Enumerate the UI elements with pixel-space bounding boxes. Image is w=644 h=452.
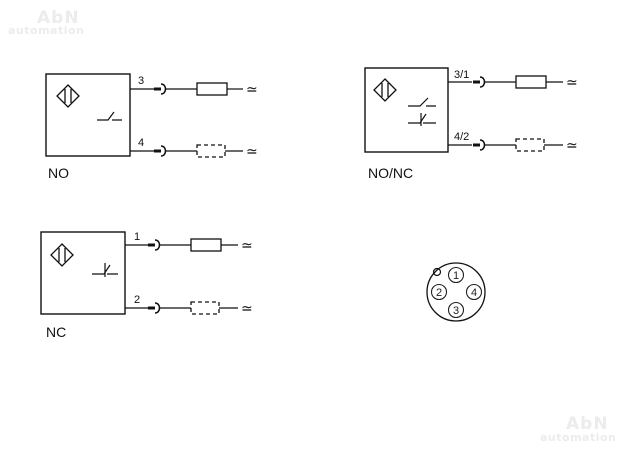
plug-icon: [152, 82, 167, 96]
no-switch-icon: [408, 97, 436, 107]
caption-no-nc: NO/NC: [368, 165, 414, 181]
nc-switch-icon: [408, 113, 436, 124]
supply-symbol: ≃: [566, 138, 578, 154]
diagram-no: 3 ≃ 4 ≃: [45, 73, 258, 160]
sensor-box: [40, 231, 126, 315]
pin-label-top: 3/1: [454, 69, 469, 81]
connector-outline: [426, 262, 486, 322]
supply-symbol: ≃: [241, 238, 253, 254]
plug-icon: [146, 301, 161, 315]
inductive-sensor-icon: [56, 84, 80, 108]
diagram-nc: 1 ≃ 2 ≃: [40, 231, 253, 317]
watermark-brand-bottom: AbN: [566, 414, 609, 434]
pin-2-label: 2: [436, 287, 442, 299]
pin-label-bottom: 2: [134, 294, 140, 306]
pin-4-label: 4: [471, 287, 477, 299]
plug-icon: [471, 75, 486, 89]
pin-label-bottom: 4/2: [454, 131, 469, 143]
diagram-no-nc: 3/1 ≃ 4/2 ≃: [364, 67, 578, 154]
pin-label-top: 1: [134, 231, 140, 243]
watermark-sub-bottom: automation: [540, 431, 617, 444]
optional-load: [190, 301, 220, 315]
plug-icon: [146, 238, 161, 252]
inductive-sensor-icon: [50, 243, 74, 267]
pin-1-label: 1: [453, 270, 459, 282]
load-resistor: [190, 238, 222, 252]
watermark-brand-top: AbN: [37, 8, 80, 28]
supply-symbol: ≃: [246, 82, 258, 98]
inductive-sensor-icon: [373, 78, 397, 102]
load-resistor: [196, 82, 228, 96]
connector-key-icon: [432, 267, 442, 277]
watermark-sub-top: automation: [8, 24, 85, 37]
caption-no: NO: [48, 165, 69, 181]
supply-symbol: ≃: [566, 75, 578, 91]
plug-icon: [152, 144, 167, 158]
supply-symbol: ≃: [241, 301, 253, 317]
plug-icon: [471, 138, 486, 152]
no-switch-icon: [97, 111, 122, 121]
pin-label-bottom: 4: [138, 137, 144, 149]
optional-load: [196, 144, 226, 158]
supply-symbol: ≃: [246, 144, 258, 160]
load-resistor: [515, 75, 547, 89]
connector-pinout: 1 2 3 4: [426, 262, 486, 322]
nc-switch-icon: [92, 264, 118, 275]
sensor-box: [364, 67, 449, 153]
caption-nc: NC: [46, 324, 67, 340]
pin-label-top: 3: [138, 75, 144, 87]
optional-load: [515, 138, 545, 152]
sensor-box: [45, 73, 131, 157]
pin-3-label: 3: [453, 305, 459, 317]
